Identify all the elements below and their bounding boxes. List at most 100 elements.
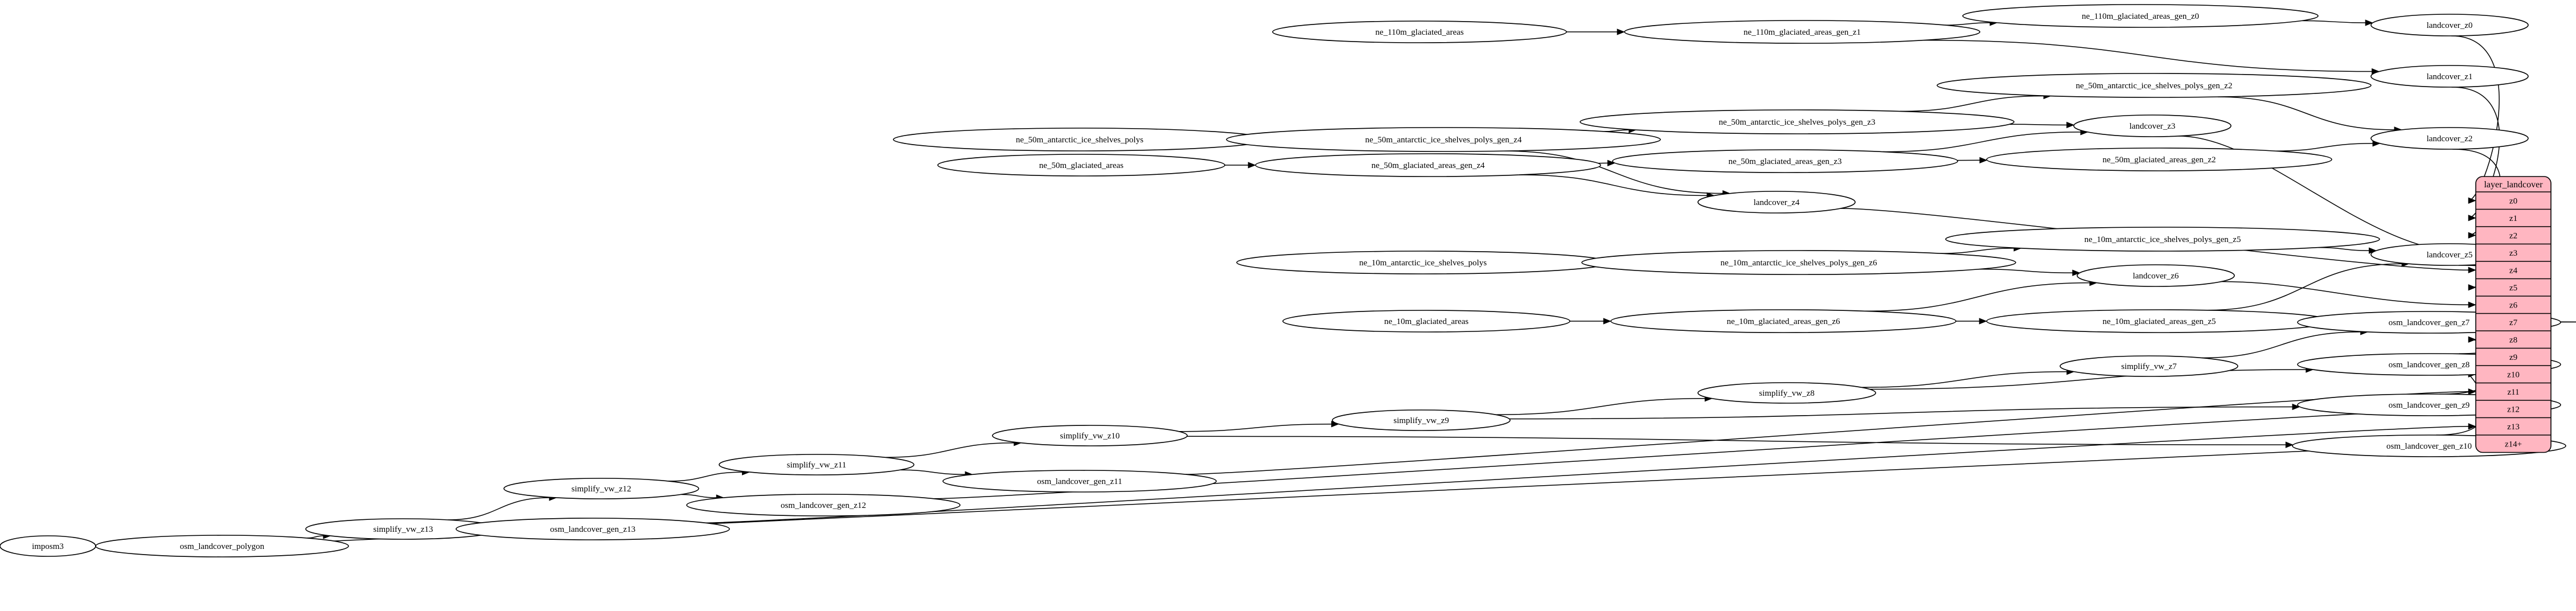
- graph-node-landcover_z3[interactable]: landcover_z3: [2073, 114, 2232, 137]
- node-ellipse: [1282, 310, 1570, 333]
- graph-edge: [705, 426, 2469, 523]
- graph-node-simplify_vw_z8[interactable]: simplify_vw_z8: [1697, 382, 1876, 404]
- edge-arrowhead: [1603, 318, 1611, 325]
- graph-node-landcover_z0[interactable]: landcover_z0: [2370, 14, 2529, 36]
- node-label: simplify_vw_z13: [374, 525, 433, 534]
- graph-edge: [1179, 423, 1332, 432]
- node-label: landcover_z1: [2427, 72, 2473, 81]
- graph-edge: [1861, 371, 2067, 388]
- graph-node-simplify_vw_z11[interactable]: simplify_vw_z11: [719, 454, 914, 475]
- node-label: ne_10m_antarctic_ice_shelves_polys_gen_z…: [2085, 235, 2241, 244]
- node-ellipse: [1986, 147, 2332, 171]
- table-row-z3[interactable]: z3: [2509, 249, 2517, 258]
- edge-arrowhead: [1607, 159, 1616, 166]
- node-ellipse: [1624, 20, 1980, 44]
- graph-node-ne_110m_glaciated_areas_gen_z0[interactable]: ne_110m_glaciated_areas_gen_z0: [1962, 4, 2319, 28]
- node-ellipse: [1697, 191, 1856, 214]
- node-label: landcover_z6: [2133, 272, 2179, 281]
- table-row-z6[interactable]: z6: [2509, 301, 2518, 310]
- graph-node-landcover_z1[interactable]: landcover_z1: [2370, 65, 2529, 88]
- node-ellipse: [1612, 149, 1958, 173]
- node-ellipse: [1580, 109, 2015, 134]
- graph-node-ne_10m_glaciated_areas_gen_z5[interactable]: ne_10m_glaciated_areas_gen_z5: [1986, 309, 2332, 333]
- table-row-z7[interactable]: z7: [2509, 318, 2518, 327]
- node-ellipse: [503, 478, 699, 499]
- graph-node-simplify_vw_z9[interactable]: simplify_vw_z9: [1332, 409, 1511, 431]
- layer-landcover-table[interactable]: [2475, 176, 2552, 453]
- edge-arrowhead: [2468, 197, 2476, 204]
- graph-node-ne_10m_antarctic_ice_shelves_polys_gen_z6[interactable]: ne_10m_antarctic_ice_shelves_polys_gen_z…: [1581, 250, 2016, 275]
- graph-edge: [1923, 39, 2372, 72]
- table-row-z11[interactable]: z11: [2507, 388, 2519, 397]
- graph-node-landcover_z2[interactable]: landcover_z2: [2370, 127, 2529, 150]
- node-label: osm_landcover_polygon: [180, 542, 265, 551]
- graph-node-ne_50m_glaciated_areas_gen_z2[interactable]: ne_50m_glaciated_areas_gen_z2: [1986, 147, 2332, 171]
- graph-edge: [448, 497, 549, 520]
- table-row-z13[interactable]: z13: [2507, 423, 2520, 432]
- graph-node-ne_50m_antarctic_ice_shelves_polys[interactable]: ne_50m_antarctic_ice_shelves_polys: [893, 128, 1266, 151]
- graph-node-osm_landcover_polygon[interactable]: osm_landcover_polygon: [95, 535, 349, 557]
- table-row-z12[interactable]: z12: [2507, 405, 2520, 414]
- graph-node-ne_50m_antarctic_ice_shelves_polys_gen_z4[interactable]: ne_50m_antarctic_ice_shelves_polys_gen_z…: [1226, 127, 1661, 152]
- table-row-z8[interactable]: z8: [2509, 335, 2517, 345]
- edge-arrowhead: [1979, 157, 1988, 164]
- graph-node-simplify_vw_z7[interactable]: simplify_vw_z7: [2060, 355, 2238, 377]
- table-row-z10[interactable]: z10: [2507, 370, 2520, 379]
- graph-node-ne_10m_glaciated_areas[interactable]: ne_10m_glaciated_areas: [1282, 310, 1570, 333]
- graph-node-ne_50m_glaciated_areas[interactable]: ne_50m_glaciated_areas: [937, 154, 1225, 177]
- graph-node-ne_50m_glaciated_areas_gen_z3[interactable]: ne_50m_glaciated_areas_gen_z3: [1612, 149, 1958, 173]
- node-ellipse: [937, 154, 1225, 177]
- node-ellipse: [719, 454, 914, 475]
- node-label: landcover_z5: [2427, 251, 2473, 260]
- node-label: osm_landcover_gen_z8: [2389, 360, 2470, 370]
- table-row-z0[interactable]: z0: [2509, 196, 2517, 206]
- node-ellipse: [1610, 309, 1956, 333]
- graph-node-ne_10m_antarctic_ice_shelves_polys_gen_z5[interactable]: ne_10m_antarctic_ice_shelves_polys_gen_z…: [1945, 227, 2380, 252]
- graph-node-ne_50m_antarctic_ice_shelves_polys_gen_z3[interactable]: ne_50m_antarctic_ice_shelves_polys_gen_z…: [1580, 109, 2015, 134]
- graph-edge: [2451, 35, 2500, 201]
- node-ellipse: [95, 535, 349, 557]
- edge-arrowhead: [2468, 423, 2476, 430]
- graph-node-osm_landcover_gen_z13[interactable]: osm_landcover_gen_z13: [456, 518, 730, 540]
- graph-node-osm_landcover_gen_z12[interactable]: osm_landcover_gen_z12: [686, 494, 961, 516]
- graph-node-ne_50m_antarctic_ice_shelves_polys_gen_z2[interactable]: ne_50m_antarctic_ice_shelves_polys_gen_z…: [1937, 73, 2372, 98]
- graph-edge: [1187, 436, 2286, 445]
- graph-node-ne_110m_glaciated_areas[interactable]: ne_110m_glaciated_areas: [1272, 20, 1567, 43]
- graph-node-simplify_vw_z10[interactable]: simplify_vw_z10: [992, 425, 1188, 446]
- graph-node-ne_50m_glaciated_areas_gen_z4[interactable]: ne_50m_glaciated_areas_gen_z4: [1255, 153, 1601, 177]
- node-label: simplify_vw_z10: [1060, 432, 1120, 441]
- node-label: ne_50m_glaciated_areas_gen_z2: [2102, 155, 2216, 165]
- table-row-z4[interactable]: z4: [2509, 266, 2518, 275]
- graph-node-ne_10m_glaciated_areas_gen_z6[interactable]: ne_10m_glaciated_areas_gen_z6: [1610, 309, 1956, 333]
- graph-node-imposm3[interactable]: imposm3: [0, 535, 96, 557]
- table-row-z5[interactable]: z5: [2509, 284, 2517, 293]
- graph-edge: [1495, 398, 1705, 415]
- table-row-z9[interactable]: z9: [2509, 353, 2517, 362]
- edge-arrowhead: [1979, 318, 1987, 325]
- node-label: simplify_vw_z8: [1759, 389, 1815, 398]
- graph-edge: [933, 408, 2469, 499]
- graph-node-landcover_z6[interactable]: landcover_z6: [2077, 264, 2235, 287]
- graph-edge: [307, 535, 323, 539]
- edge-arrowhead: [2285, 441, 2294, 448]
- node-ellipse: [1581, 250, 2016, 275]
- node-ellipse: [2077, 264, 2235, 287]
- graph-node-ne_110m_glaciated_areas_gen_z1[interactable]: ne_110m_glaciated_areas_gen_z1: [1624, 20, 1980, 44]
- table-row-z14plus[interactable]: z14+: [2505, 440, 2522, 449]
- node-label: osm_landcover_gen_z11: [1037, 477, 1122, 486]
- node-label: ne_50m_antarctic_ice_shelves_polys_gen_z…: [2076, 81, 2233, 91]
- edge-arrowhead: [2468, 336, 2476, 343]
- node-ellipse: [2060, 355, 2238, 377]
- table-row-z2[interactable]: z2: [2509, 231, 2517, 240]
- table-row-z1[interactable]: z1: [2509, 214, 2517, 223]
- graph-node-ne_10m_antarctic_ice_shelves_polys[interactable]: ne_10m_antarctic_ice_shelves_polys: [1236, 251, 1610, 274]
- node-label: ne_10m_glaciated_areas: [1384, 317, 1469, 326]
- graph-edge: [2218, 96, 2394, 130]
- graph-node-osm_landcover_gen_z11[interactable]: osm_landcover_gen_z11: [942, 470, 1217, 493]
- node-label: ne_50m_glaciated_areas_gen_z3: [1728, 157, 1841, 166]
- edge-arrowhead: [2468, 215, 2476, 222]
- node-label: ne_10m_antarctic_ice_shelves_polys: [1359, 259, 1487, 268]
- graph-node-simplify_vw_z12[interactable]: simplify_vw_z12: [503, 478, 699, 499]
- graph-node-landcover_z4[interactable]: landcover_z4: [1697, 191, 1856, 214]
